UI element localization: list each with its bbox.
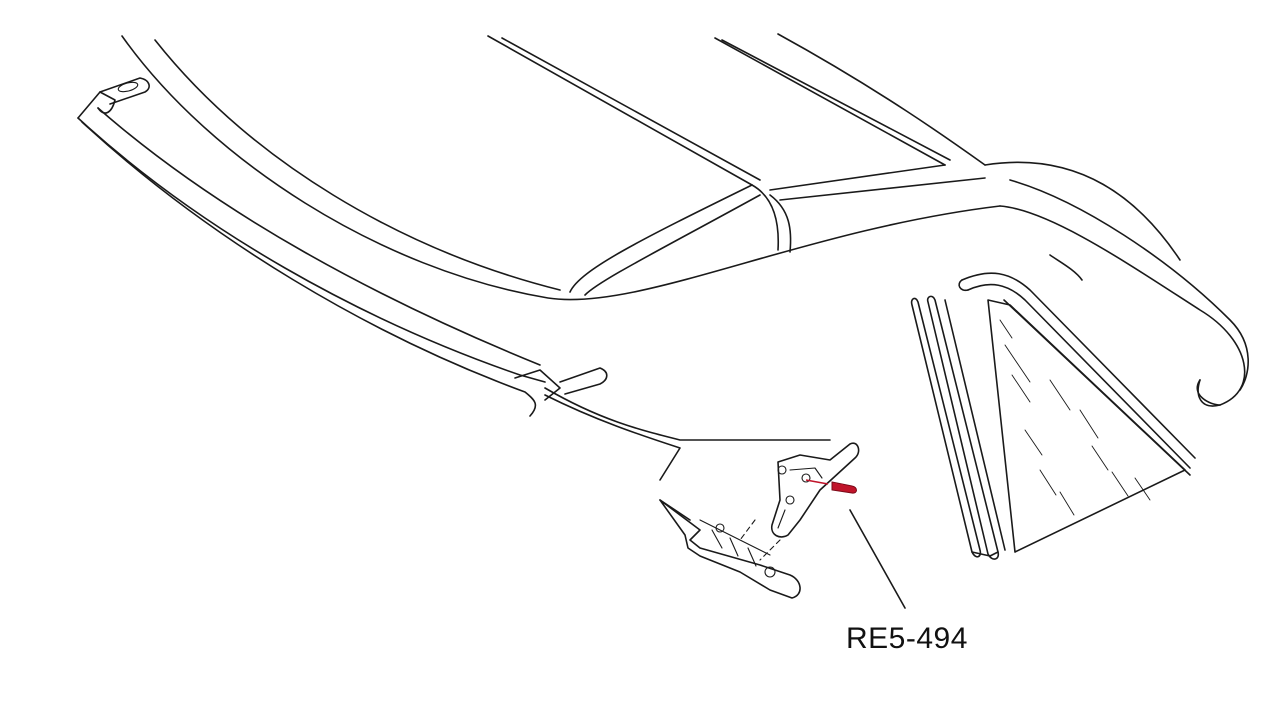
highlighted-screw: [805, 479, 857, 494]
glass-hatching: [999, 319, 1151, 516]
callout-leader-line: [849, 509, 906, 609]
hardtop-roof: [121, 33, 1249, 407]
part-number-label: RE5-494: [846, 622, 968, 655]
latch-assembly: [659, 442, 860, 599]
windshield-header-trim: [77, 77, 831, 481]
quarter-window-glass: [910, 272, 1196, 560]
